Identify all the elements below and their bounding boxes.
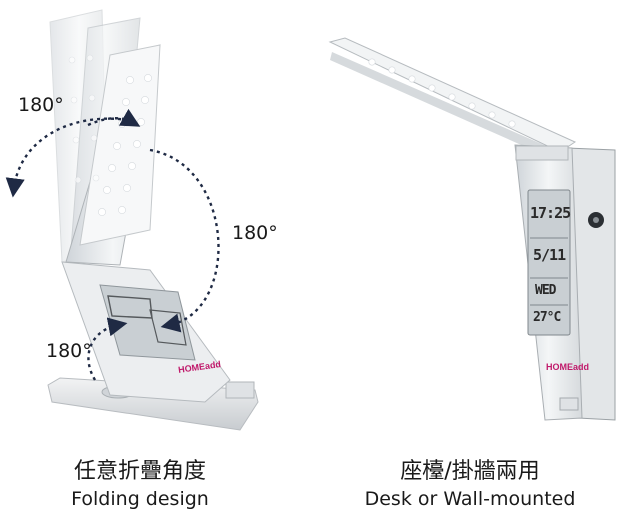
right-led-array <box>368 58 516 128</box>
left-lamp <box>5 9 259 431</box>
angle-label-top: 180° <box>18 94 64 116</box>
lcd-date: 5/11 <box>533 246 566 264</box>
right-lamp <box>328 37 616 421</box>
right-brand-logo: HOMEadd <box>546 362 590 372</box>
left-caption: 任意折疊角度 Folding design <box>20 458 260 512</box>
lcd-time: 17:25 <box>530 204 571 222</box>
right-caption: 座檯/掛牆兩用 Desk or Wall-mounted <box>330 458 610 512</box>
rotation-arrows <box>5 108 220 381</box>
angle-label-bottom: 180° <box>46 340 92 362</box>
lcd-temp: 27°C <box>533 310 561 325</box>
left-caption-zh: 任意折疊角度 <box>73 459 206 484</box>
right-caption-en: Desk or Wall-mounted <box>364 488 576 510</box>
right-caption-zh: 座檯/掛牆兩用 <box>400 459 540 484</box>
left-caption-en: Folding design <box>71 488 209 510</box>
angle-label-right: 180° <box>232 222 278 244</box>
lcd-day: WED <box>535 283 557 298</box>
